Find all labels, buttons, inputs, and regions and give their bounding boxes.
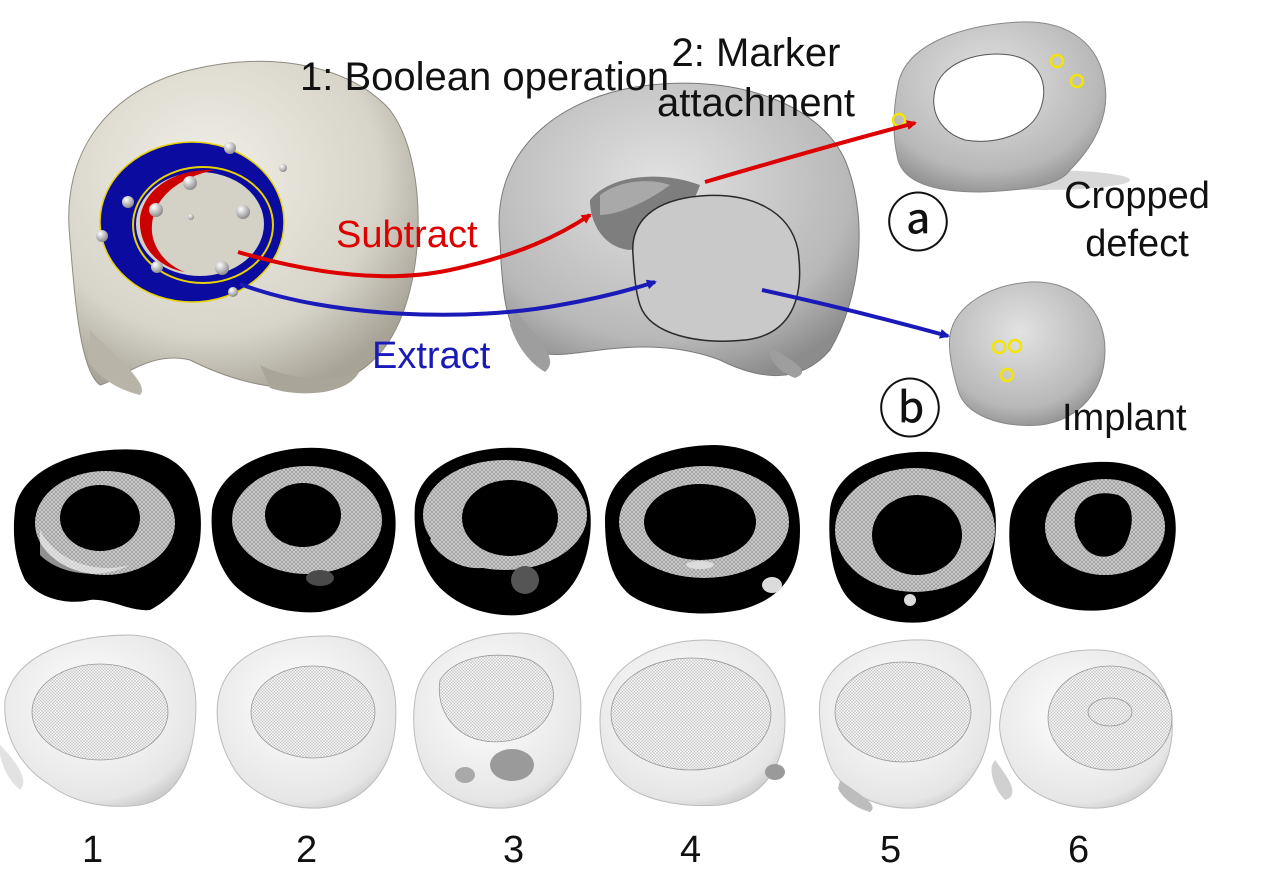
render-case-5 (819, 639, 992, 812)
case-number: 3 (503, 829, 525, 871)
cropped-defect-label: Cropped defect (1064, 175, 1210, 265)
scan-case-4 (605, 445, 800, 614)
extract-arrow (239, 279, 657, 317)
boolean-cutter-ring (99, 141, 285, 303)
scan-case-5 (829, 451, 996, 623)
case-number: 4 (680, 829, 702, 871)
implant-output (949, 281, 1106, 426)
to-defect-arrow (704, 120, 917, 184)
step2-label: 2: Marker attachment (657, 31, 855, 125)
case-number: 6 (1068, 829, 1090, 871)
subtract-arrow (237, 213, 592, 279)
scan-case-1 (13, 449, 201, 611)
render-row (0, 632, 1173, 812)
step2-implant (632, 194, 801, 342)
scan-case-6 (1009, 461, 1176, 611)
to-implant-arrow (761, 288, 950, 339)
output-b-marker: ⓑ (878, 374, 942, 446)
scan-case-3 (414, 447, 591, 616)
step1-label: 1: Boolean operation (300, 55, 670, 99)
subtract-label: Subtract (336, 214, 478, 256)
cropped-defect (891, 21, 1130, 193)
render-case-2 (216, 635, 397, 809)
implant-label: Implant (1062, 397, 1187, 439)
control-points (96, 142, 287, 297)
render-case-4 (599, 639, 786, 807)
render-case-3 (413, 632, 582, 809)
case-number: 5 (880, 829, 902, 871)
scan-row (13, 445, 1176, 623)
case-number: 2 (296, 829, 318, 871)
case-number: 1 (82, 829, 104, 871)
render-case-1 (0, 634, 197, 807)
extract-label: Extract (372, 335, 491, 377)
output-a-marker: ⓐ (886, 188, 950, 260)
render-case-6 (991, 649, 1173, 809)
scan-case-2 (211, 447, 396, 613)
